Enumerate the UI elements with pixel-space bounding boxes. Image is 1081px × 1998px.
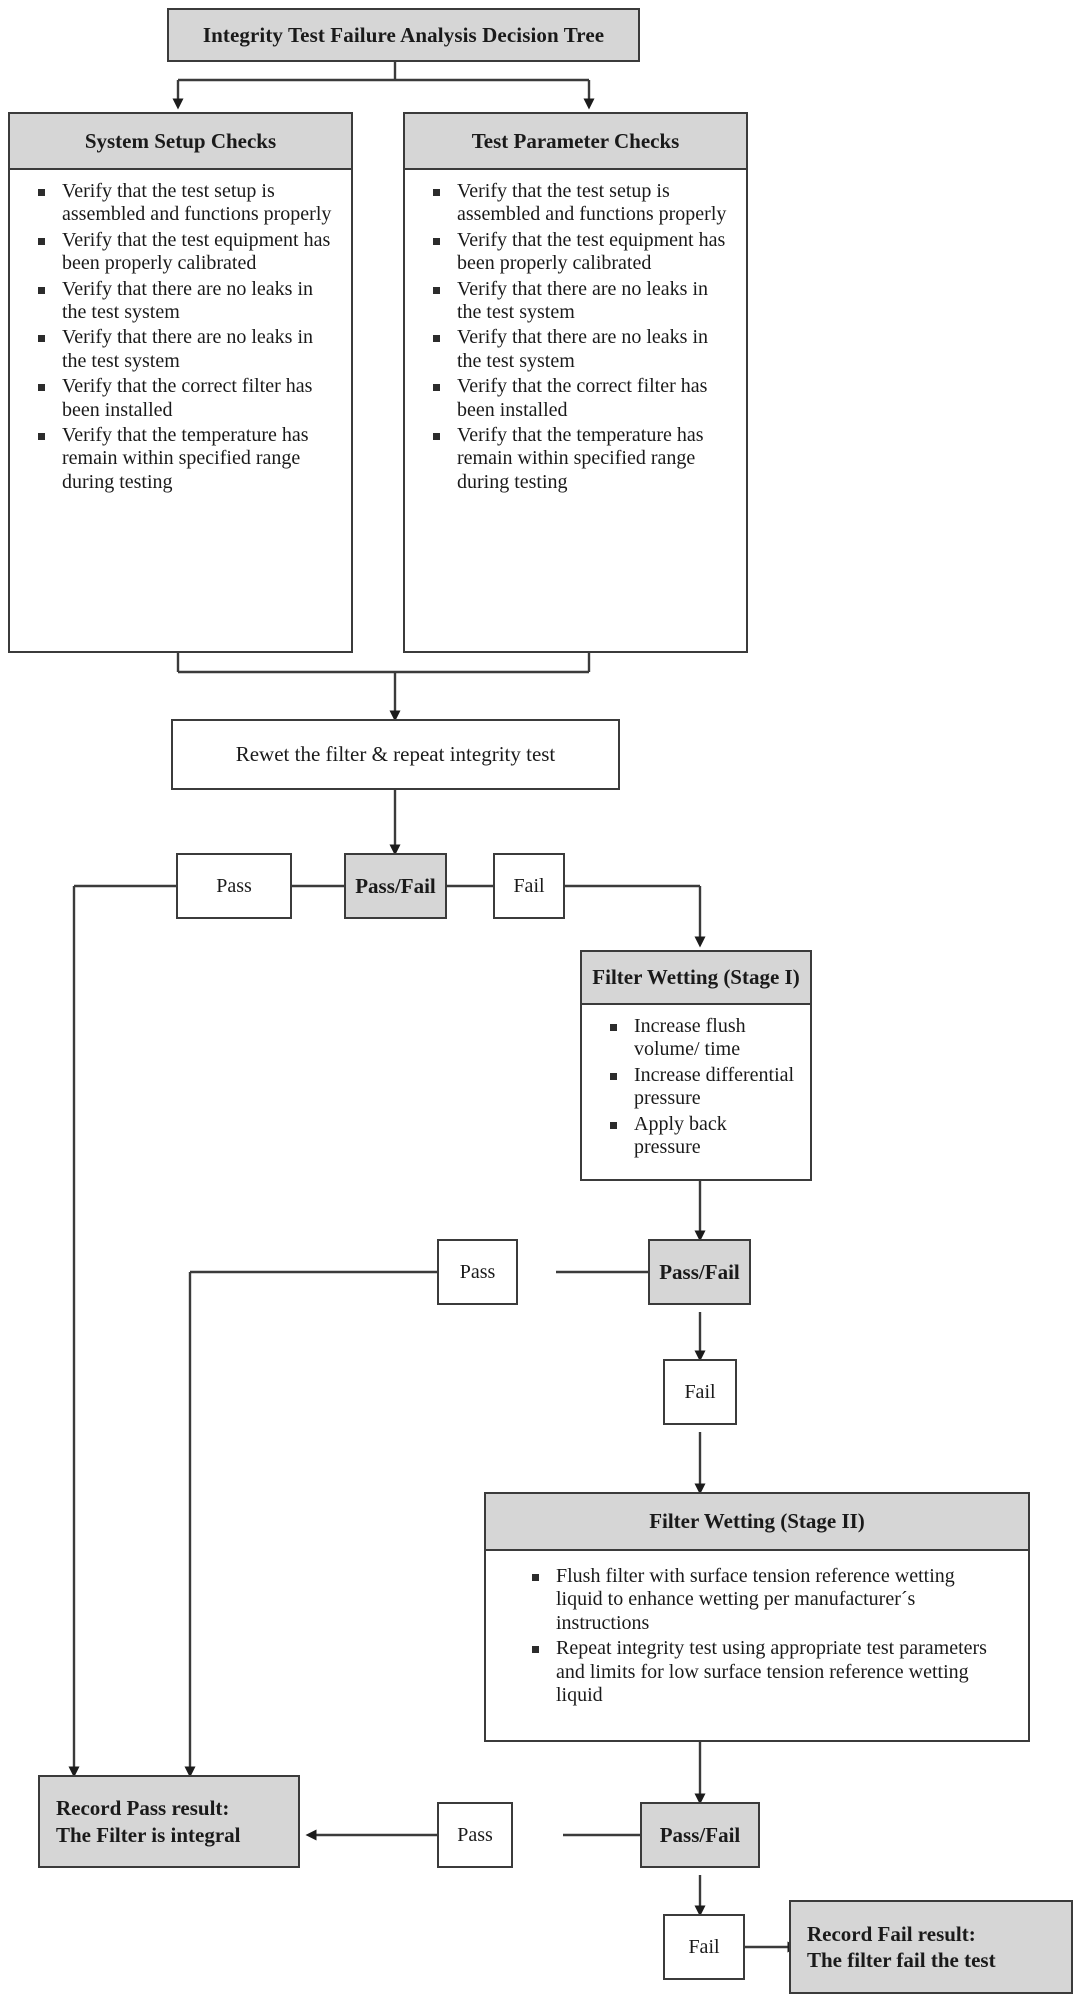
fail-label-1: Fail xyxy=(493,853,565,919)
list-item: Verify that there are no leaks in the te… xyxy=(38,278,337,325)
pass-fail-decision-1: Pass/Fail xyxy=(344,853,447,919)
diagram-title: Integrity Test Failure Analysis Decision… xyxy=(167,8,640,62)
record-fail-result-box: Record Fail result: The filter fail the … xyxy=(789,1900,1073,1994)
filter-wetting-stage1-header: Filter Wetting (Stage I) xyxy=(582,952,810,1005)
list-item: Verify that the temperature has remain w… xyxy=(38,424,337,494)
list-item: Repeat integrity test using appropriate … xyxy=(532,1637,992,1707)
fail-label-3: Fail xyxy=(663,1914,745,1980)
record-pass-line-2: The Filter is integral xyxy=(56,1822,241,1847)
list-item: Verify that the test setup is assembled … xyxy=(433,180,732,227)
system-setup-checks-body: Verify that the test setup is assembled … xyxy=(10,170,351,502)
fail-label-2: Fail xyxy=(663,1359,737,1425)
filter-wetting-stage2-list: Flush filter with surface tension refere… xyxy=(492,1565,1022,1707)
test-parameter-checks-list: Verify that the test setup is assembled … xyxy=(411,180,740,494)
list-item: Increase flush volume/ time xyxy=(610,1015,796,1062)
filter-wetting-stage2-box: Filter Wetting (Stage II) Flush filter w… xyxy=(484,1492,1030,1742)
filter-wetting-stage1-box: Filter Wetting (Stage I) Increase flush … xyxy=(580,950,812,1181)
list-item: Increase differential pressure xyxy=(610,1063,795,1110)
list-item: Verify that there are no leaks in the te… xyxy=(433,326,732,373)
test-parameter-checks-header: Test Parameter Checks xyxy=(405,114,746,170)
list-item: Verify that the correct filter has been … xyxy=(38,375,337,422)
list-item: Verify that the correct filter has been … xyxy=(433,375,732,422)
list-item: Verify that the test equipment has been … xyxy=(433,229,732,276)
test-parameter-checks-box: Test Parameter Checks Verify that the te… xyxy=(403,112,748,653)
system-setup-checks-list: Verify that the test setup is assembled … xyxy=(16,180,345,494)
rewet-filter-box: Rewet the filter & repeat integrity test xyxy=(171,719,620,790)
filter-wetting-stage2-body: Flush filter with surface tension refere… xyxy=(486,1551,1028,1715)
list-item: Verify that there are no leaks in the te… xyxy=(38,326,337,373)
filter-wetting-stage1-body: Increase flush volume/ time Increase dif… xyxy=(582,1005,810,1167)
record-pass-line-1: Record Pass result: xyxy=(56,1796,230,1821)
list-item: Verify that there are no leaks in the te… xyxy=(433,278,732,325)
filter-wetting-stage1-list: Increase flush volume/ time Increase dif… xyxy=(588,1015,804,1159)
filter-wetting-stage2-header: Filter Wetting (Stage II) xyxy=(486,1494,1028,1551)
list-item: Verify that the test equipment has been … xyxy=(38,229,337,276)
page-title: Integrity Test Failure Analysis Decision… xyxy=(202,22,605,47)
record-fail-line-2: The filter fail the test xyxy=(807,1948,996,1972)
system-setup-checks-box: System Setup Checks Verify that the test… xyxy=(8,112,353,653)
record-fail-line-1: Record Fail result: xyxy=(807,1921,976,1946)
list-item: Apply back pressure xyxy=(610,1113,796,1160)
system-setup-checks-header: System Setup Checks xyxy=(10,114,351,170)
pass-label-3: Pass xyxy=(437,1802,513,1868)
pass-fail-decision-3: Pass/Fail xyxy=(640,1802,760,1868)
pass-label-2: Pass xyxy=(437,1239,518,1305)
list-item: Flush filter with surface tension refere… xyxy=(532,1565,992,1635)
list-item: Verify that the temperature has remain w… xyxy=(433,424,732,494)
list-item: Verify that the test setup is assembled … xyxy=(38,180,337,227)
pass-label-1: Pass xyxy=(176,853,292,919)
record-pass-result-box: Record Pass result: The Filter is integr… xyxy=(38,1775,300,1868)
pass-fail-decision-2: Pass/Fail xyxy=(648,1239,751,1305)
test-parameter-checks-body: Verify that the test setup is assembled … xyxy=(405,170,746,502)
